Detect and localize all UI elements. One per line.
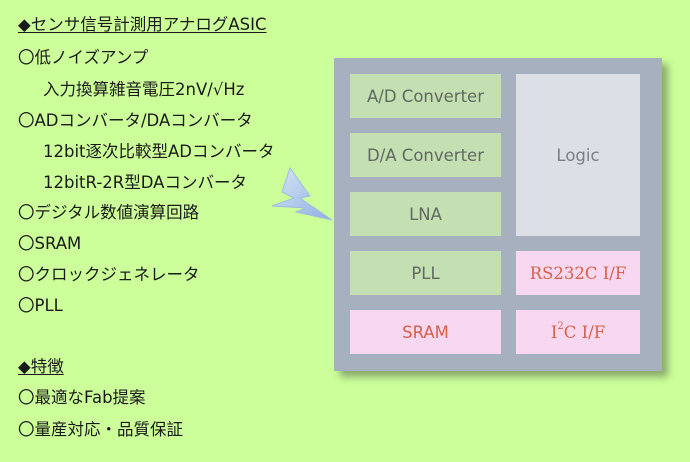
sram-label: SRAM (402, 322, 449, 342)
asic-chip-diagram: A/D Converter D/A Converter LNA PLL SRAM… (334, 58, 662, 371)
i2c-label-prefix: I (550, 322, 558, 342)
spec-item-converters: 〇ADコンバータ/DAコンバータ (18, 111, 253, 130)
i2c-label-superscript: 2 (557, 320, 564, 332)
spec-item-pll: 〇PLL (18, 296, 63, 315)
da-converter-block: D/A Converter (350, 133, 501, 177)
i2c-label: I2C I/F (550, 320, 606, 342)
spec-item-lna: 〇低ノイズアンプ (18, 48, 149, 67)
lna-block: LNA (350, 192, 501, 236)
logic-label: Logic (556, 145, 600, 165)
i2c-interface-block: I2C I/F (516, 310, 640, 354)
logic-block: Logic (516, 74, 640, 236)
lna-label: LNA (409, 204, 442, 224)
sram-block: SRAM (350, 310, 501, 354)
rs232c-interface-block: RS232C I/F (516, 251, 640, 295)
spec-item-sram: 〇SRAM (18, 234, 82, 253)
i2c-label-suffix: C I/F (563, 322, 606, 342)
spec-heading: ◆センサ信号計測用アナログASIC (18, 15, 267, 34)
spec-item-digital: 〇デジタル数値演算回路 (18, 203, 200, 222)
pll-block: PLL (350, 251, 501, 295)
pll-label: PLL (411, 263, 440, 283)
feature-item-quality: 〇量産対応・品質保証 (18, 420, 183, 439)
spec-item-noise: 入力換算雑音電圧2nV/√Hz (43, 80, 245, 99)
lightning-signal-icon (271, 166, 333, 221)
spec-item-dac: 12bitR-2R型DAコンバータ (43, 173, 247, 192)
spec-item-adc: 12bit逐次比較型ADコンバータ (43, 142, 275, 161)
feature-item-fab: 〇最適なFab提案 (18, 388, 146, 407)
ad-converter-label: A/D Converter (367, 86, 484, 106)
rs232c-label: RS232C I/F (529, 263, 627, 283)
da-converter-label: D/A Converter (367, 145, 484, 165)
spec-item-clock: 〇クロックジェネレータ (18, 265, 200, 284)
ad-converter-block: A/D Converter (350, 74, 501, 118)
features-heading: ◆特徴 (18, 357, 64, 376)
